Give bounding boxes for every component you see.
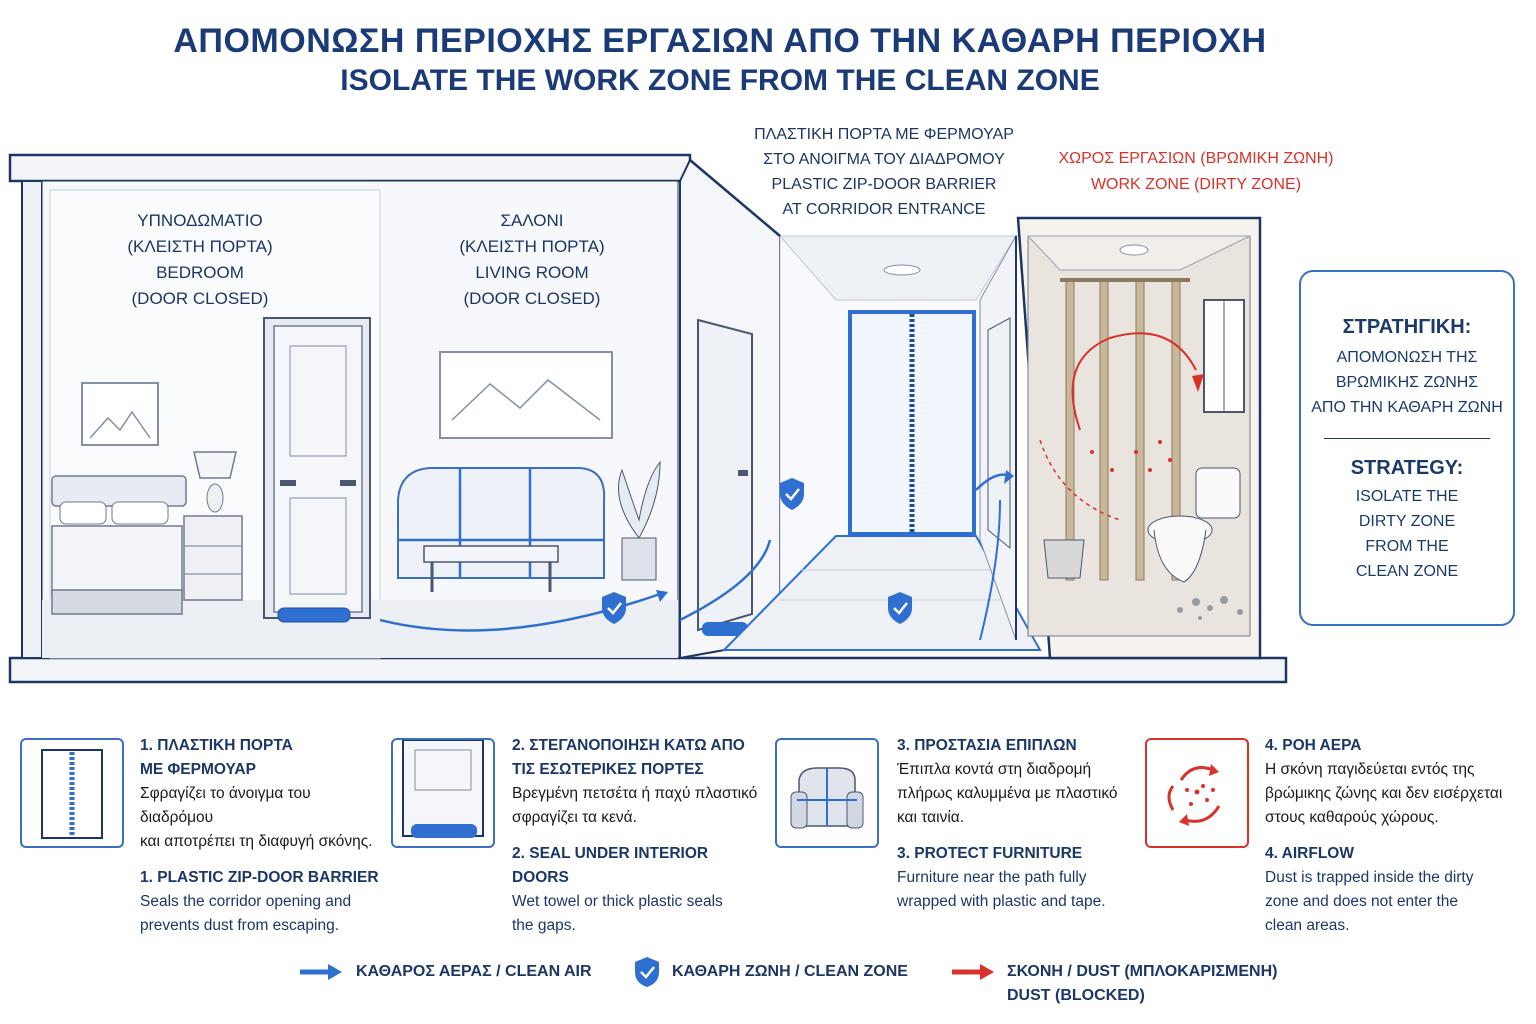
living-label-gr: ΣΑΛΟΝΙ [500, 211, 564, 230]
bedroom-label-en: BEDROOM [156, 263, 244, 282]
corridor-label-gr-1: ΠΛΑΣΤΙΚΗ ΠΟΡΤΑ ΜΕ ΦΕΡΜΟΥΑΡ [754, 126, 1014, 143]
living-label-gr-status: (ΚΛΕΙΣΤΗ ΠΟΡΤΑ) [459, 237, 605, 256]
step-1-body-gr-2: και αποτρέπει τη διαφυγή σκόνης. [140, 833, 373, 850]
clean-zone-shield-1 [602, 592, 626, 624]
step-4-body-en-3: clean areas. [1265, 917, 1350, 934]
clean-air-arrow-2 [679, 539, 772, 622]
floor-slab [8, 656, 1288, 684]
dust-arrow-icon [952, 964, 994, 980]
outer-wall-left [21, 180, 43, 659]
strategy-gr-line-2: ΒΡΩΜΙΚΗΣ ΖΩΝΗΣ [1335, 374, 1479, 391]
step-4-body-gr-1: Η σκόνη παγιδεύεται εντός της [1265, 761, 1475, 778]
step-3-title-en: 3. PROTECT FURNITURE [897, 845, 1083, 862]
corridor-label: ΠΛΑΣΤΙΚΗ ΠΟΡΤΑ ΜΕ ΦΕΡΜΟΥΑΡ ΣΤΟ ΑΝΟΙΓΜΑ Τ… [734, 122, 1034, 222]
living-label-en: LIVING ROOM [475, 263, 589, 282]
step-2-body-gr-1: Βρεγμένη πετσέτα ή παχύ πλαστικό [512, 785, 758, 802]
step-3: 3. ΠΡΟΣΤΑΣΙΑ ΕΠΙΠΛΩΝ Έπιπλα κοντά στη δι… [897, 734, 1137, 914]
toilet [1195, 467, 1241, 519]
step-3-body-gr-3: και ταινία. [897, 809, 965, 826]
corridor-label-gr-2: ΣΤΟ ΑΝΟΙΓΜΑ ΤΟΥ ΔΙΑΔΡΟΜΟΥ [763, 151, 1005, 168]
step-3-body-en-1: Furniture near the path fully [897, 869, 1087, 886]
step-4-title-gr: 4. ΡΟΗ ΑΕΡΑ [1265, 737, 1362, 754]
coffee-table [423, 545, 559, 563]
step-2-body-en-2: the gaps. [512, 917, 576, 934]
living-room-label: ΣΑΛΟΝΙ (ΚΛΕΙΣΤΗ ΠΟΡΤΑ) LIVING ROOM (DOOR… [432, 208, 632, 312]
step-4: 4. ΡΟΗ ΑΕΡΑ Η σκόνη παγιδεύεται εντός τη… [1265, 734, 1515, 938]
step-3-body-gr-1: Έπιπλα κοντά στη διαδρομή [897, 761, 1092, 778]
door-seal-icon [391, 738, 495, 848]
ceiling-beam [8, 153, 692, 183]
bedroom-label-gr-status: (ΚΛΕΙΣΤΗ ΠΟΡΤΑ) [127, 237, 273, 256]
wall-picture [81, 382, 159, 446]
bedroom-door [273, 325, 363, 613]
step-4-body-en-2: zone and does not enter the [1265, 893, 1459, 910]
legend-dust-line-2: DUST (BLOCKED) [1007, 987, 1145, 1004]
step-1-body-gr-1: Σφραγίζει το άνοιγμα του διαδρόμου [140, 785, 311, 826]
step-2-title-gr-2: ΤΙΣ ΕΣΩΤΕΡΙΚΕΣ ΠΟΡΤΕΣ [512, 761, 704, 778]
step-3-title-gr: 3. ΠΡΟΣΤΑΣΙΑ ΕΠΙΠΛΩΝ [897, 737, 1077, 754]
step-3-body-gr-2: πλήρως καλυμμένα με πλαστικό [897, 785, 1118, 802]
living-painting [439, 351, 613, 439]
step-4-body-en-1: Dust is trapped inside the dirty [1265, 869, 1474, 886]
step-2-title-gr-1: 2. ΣΤΕΓΑΝΟΠΟΙΗΣΗ ΚΑΤΩ ΑΠΟ [512, 737, 745, 754]
clean-air-arrow-icon [300, 964, 342, 980]
nightstand [183, 515, 243, 601]
strategy-gr-line-3: ΑΠΟ ΤΗΝ ΚΑΘΑΡΗ ΖΩΝΗ [1311, 399, 1503, 416]
bucket [1043, 539, 1085, 579]
step-2: 2. ΣΤΕΓΑΝΟΠΟΙΗΣΗ ΚΑΤΩ ΑΠΟ ΤΙΣ ΕΣΩΤΕΡΙΚΕΣ… [512, 734, 762, 938]
title-english: ISOLATE THE WORK ZONE FROM THE CLEAN ZON… [340, 64, 1100, 97]
strategy-gr-line-1: ΑΠΟΜΟΝΩΣΗ ΤΗΣ [1336, 349, 1478, 366]
clean-zone-shield-2 [780, 478, 804, 510]
step-4-body-gr-3: στους καθαρούς χώρους. [1265, 809, 1439, 826]
step-3-body-en-2: wrapped with plastic and tape. [897, 893, 1106, 910]
strategy-heading-en: STRATEGY: [1350, 457, 1464, 479]
work-zone-label: ΧΩΡΟΣ ΕΡΓΑΣΙΩΝ (ΒΡΩΜΙΚΗ ΖΩΝΗ) WORK ZONE … [1046, 146, 1346, 198]
lamp [193, 451, 237, 479]
corridor-floor [721, 535, 1042, 651]
bedroom-label-gr: ΥΠΝΟΔΩΜΑΤΙΟ [137, 211, 263, 230]
strategy-box: ΣΤΡΑΤΗΓΙΚΗ: ΑΠΟΜΟΝΩΣΗ ΤΗΣ ΒΡΩΜΙΚΗΣ ΖΩΝΗΣ… [1299, 270, 1515, 626]
legend-dust: ΣΚΟΝΗ / DUST (ΜΠΛΟΚΑΡΙΣΜΕΝΗ) DUST (BLOCK… [1007, 960, 1277, 1008]
legend-clean-air: ΚΑΘΑΡΟΣ ΑΕΡΑΣ / CLEAN AIR [356, 963, 592, 980]
strategy-en-line-2: DIRTY ZONE [1358, 513, 1456, 530]
door-seal-bedroom [277, 607, 351, 623]
step-2-body-gr-2: σφραγίζει τα κενά. [512, 809, 637, 826]
zip-door-icon [20, 738, 124, 848]
step-4-title-en: 4. AIRFLOW [1265, 845, 1354, 862]
strategy-en-line-1: ISOLATE THE [1355, 488, 1459, 505]
title-greek: ΑΠΟΜΟΝΩΣΗ ΠΕΡΙΟΧΗΣ ΕΡΓΑΣΙΩΝ ΑΠΟ ΤΗΝ ΚΑΘΑ… [173, 22, 1267, 60]
legend-clean-zone: ΚΑΘΑΡΗ ΖΩΝΗ / CLEAN ZONE [672, 963, 908, 980]
corridor-label-en-1: PLASTIC ZIP-DOOR BARRIER [771, 176, 997, 193]
clean-zone-shield-3 [888, 592, 912, 624]
strategy-heading-gr: ΣΤΡΑΤΗΓΙΚΗ: [1342, 316, 1472, 338]
door-seal-corridor [702, 622, 748, 636]
living-label-en-status: (DOOR CLOSED) [463, 289, 601, 308]
covered-armchair-icon [775, 738, 879, 848]
step-1-title-gr-2: ΜΕ ΦΕΡΜΟΥΑΡ [140, 761, 256, 778]
legend-dust-line-1: ΣΚΟΝΗ / DUST (ΜΠΛΟΚΑΡΙΣΜΕΝΗ) [1007, 963, 1278, 980]
step-1-title-en: 1. PLASTIC ZIP-DOOR BARRIER [140, 869, 379, 886]
clean-zone-shield-icon [635, 957, 659, 987]
side-corridor-door [697, 318, 753, 632]
corridor-label-en-2: AT CORRIDOR ENTRANCE [782, 201, 986, 218]
strategy-divider [1324, 438, 1490, 439]
house-cross-section [8, 153, 1288, 684]
dust-cycle-icon [1145, 738, 1249, 848]
bedroom-label: ΥΠΝΟΔΩΜΑΤΙΟ (ΚΛΕΙΣΤΗ ΠΟΡΤΑ) BEDROOM (DOO… [100, 208, 300, 312]
dust-circulation-arrow [1071, 332, 1197, 431]
strategy-en-line-4: CLEAN ZONE [1355, 563, 1459, 580]
step-2-title-en: 2. SEAL UNDER INTERIOR DOORS [512, 845, 709, 886]
bedroom-label-en-status: (DOOR CLOSED) [131, 289, 269, 308]
step-2-body-en-1: Wet towel or thick plastic seals [512, 893, 723, 910]
covered-plant [621, 537, 657, 581]
step-1-body-en-1: Seals the corridor opening and [140, 893, 352, 910]
step-1: 1. ΠΛΑΣΤΙΚΗ ΠΟΡΤΑ ΜΕ ΦΕΡΜΟΥΑΡ Σφραγίζει … [140, 734, 380, 938]
step-4-body-gr-2: βρώμικης ζώνης και δεν εισέρχεται [1265, 785, 1503, 802]
step-1-title-gr-1: 1. ΠΛΑΣΤΙΚΗ ΠΟΡΤΑ [140, 737, 293, 754]
step-1-body-en-2: prevents dust from escaping. [140, 917, 340, 934]
strategy-en-line-3: FROM THE [1365, 538, 1449, 555]
work-zone-label-gr: ΧΩΡΟΣ ΕΡΓΑΣΙΩΝ (ΒΡΩΜΙΚΗ ΖΩΝΗ) [1058, 150, 1334, 167]
work-zone-label-en: WORK ZONE (DIRTY ZONE) [1090, 176, 1302, 193]
